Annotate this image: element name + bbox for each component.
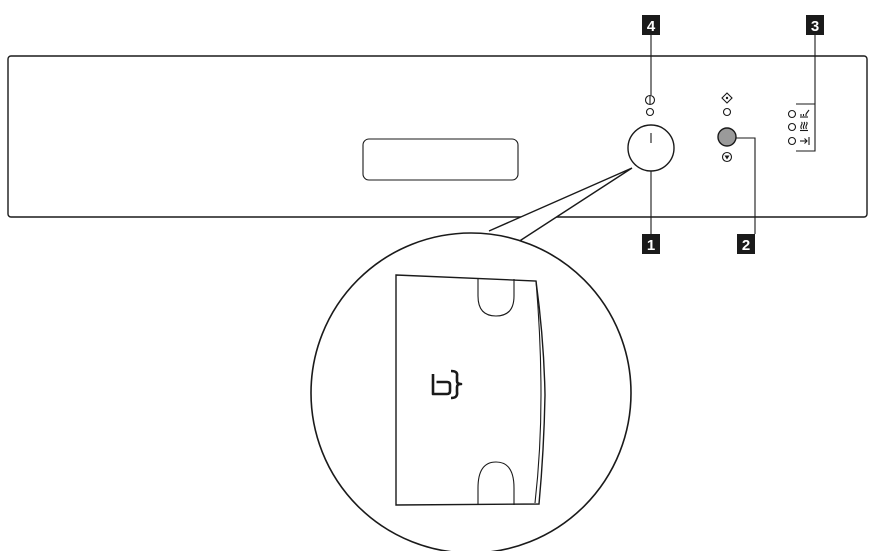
lid-grip-top	[477, 278, 515, 317]
callout-4: 4	[642, 15, 660, 35]
magnifier-connector	[488, 167, 633, 243]
dry-program-icon	[800, 121, 808, 132]
start-icon	[721, 92, 733, 104]
dispenser-lid	[395, 274, 546, 506]
callout-2: 2	[737, 234, 755, 254]
indicator-bracket	[796, 103, 816, 152]
svg-text:2: 2	[742, 237, 750, 254]
program-indicators	[787, 109, 810, 146]
callout-1: 1	[642, 234, 660, 254]
svg-text:3: 3	[811, 18, 819, 35]
start-led	[722, 107, 732, 117]
program-led-3	[787, 136, 797, 146]
svg-text:1: 1	[647, 237, 655, 254]
detergent-dispenser-icon	[431, 369, 463, 400]
power-icon	[644, 94, 656, 106]
leader-2	[736, 137, 756, 234]
svg-text:4: 4	[647, 18, 656, 35]
callout-3: 3	[806, 15, 824, 35]
start-button[interactable]	[717, 127, 737, 147]
lid-grip-bottom	[477, 461, 515, 505]
display-window	[362, 138, 519, 181]
wash-program-icon	[800, 109, 810, 118]
control-panel	[7, 55, 868, 218]
end-program-icon	[800, 137, 810, 145]
program-led-1	[787, 109, 797, 119]
power-led	[645, 107, 655, 117]
program-led-2	[787, 122, 797, 132]
cancel-icon	[721, 151, 733, 163]
program-knob[interactable]	[627, 124, 675, 172]
